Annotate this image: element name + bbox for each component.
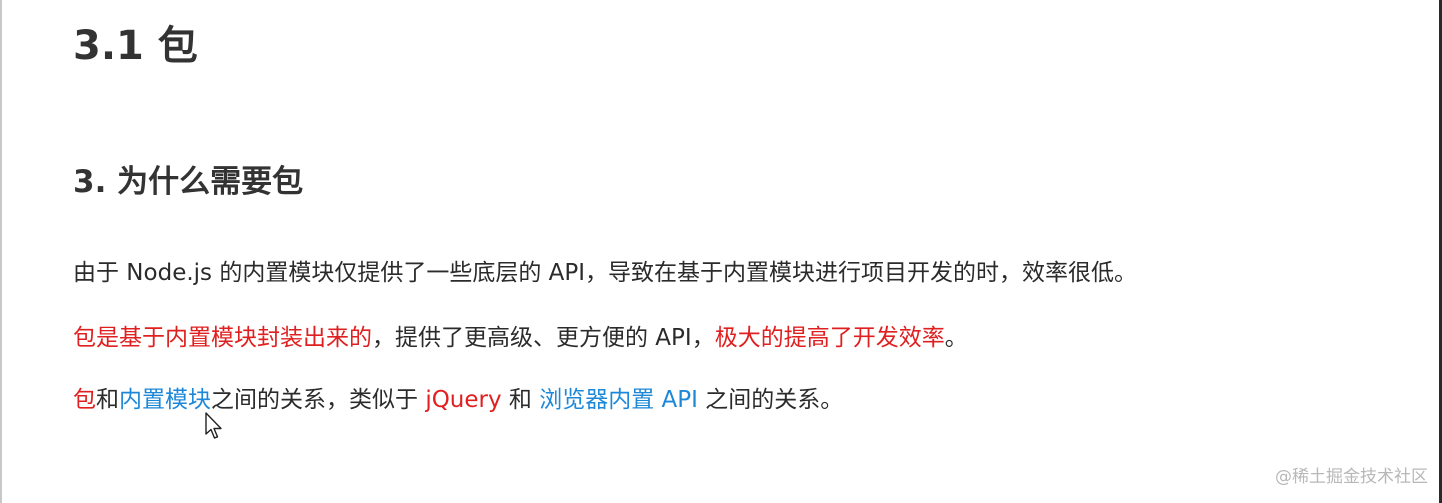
paragraph-3-term-builtin-module: 内置模块: [119, 387, 211, 413]
paragraph-2-text-1: ，提供了更高级、更方便的 API，: [372, 325, 715, 351]
mouse-pointer-icon: [205, 412, 222, 439]
paragraph-3: 包和内置模块之间的关系，类似于 jQuery 和 浏览器内置 API 之间的关系…: [73, 384, 843, 416]
watermark: @稀土掘金技术社区: [1275, 467, 1428, 487]
paragraph-1: 由于 Node.js 的内置模块仅提供了一些底层的 API，导致在基于内置模块进…: [73, 260, 1138, 286]
paragraph-2-text-2: 。: [944, 325, 968, 351]
paragraph-3-term-package: 包: [73, 387, 96, 413]
right-frame-border: [1439, 0, 1442, 503]
paragraph-3-text-3: 和: [501, 387, 540, 413]
paragraph-3-text-4: 之间的关系。: [697, 387, 844, 413]
paragraph-3-text-2: 之间的关系，类似于: [211, 387, 426, 413]
left-frame-border: [0, 0, 2, 503]
paragraph-2-highlight-1: 包是基于内置模块封装出来的: [73, 325, 372, 351]
paragraph-2-highlight-2: 极大的提高了开发效率: [714, 325, 945, 351]
page-title: 3.1 包: [73, 23, 198, 69]
paragraph-3-text-1: 和: [96, 387, 119, 413]
paragraph-2: 包是基于内置模块封装出来的，提供了更高级、更方便的 API，极大的提高了开发效率…: [73, 322, 968, 354]
paragraph-3-term-browser-api: 浏览器内置 API: [539, 387, 698, 413]
section-heading: 3. 为什么需要包: [73, 164, 304, 200]
paragraph-3-term-jquery: jQuery: [425, 387, 502, 413]
